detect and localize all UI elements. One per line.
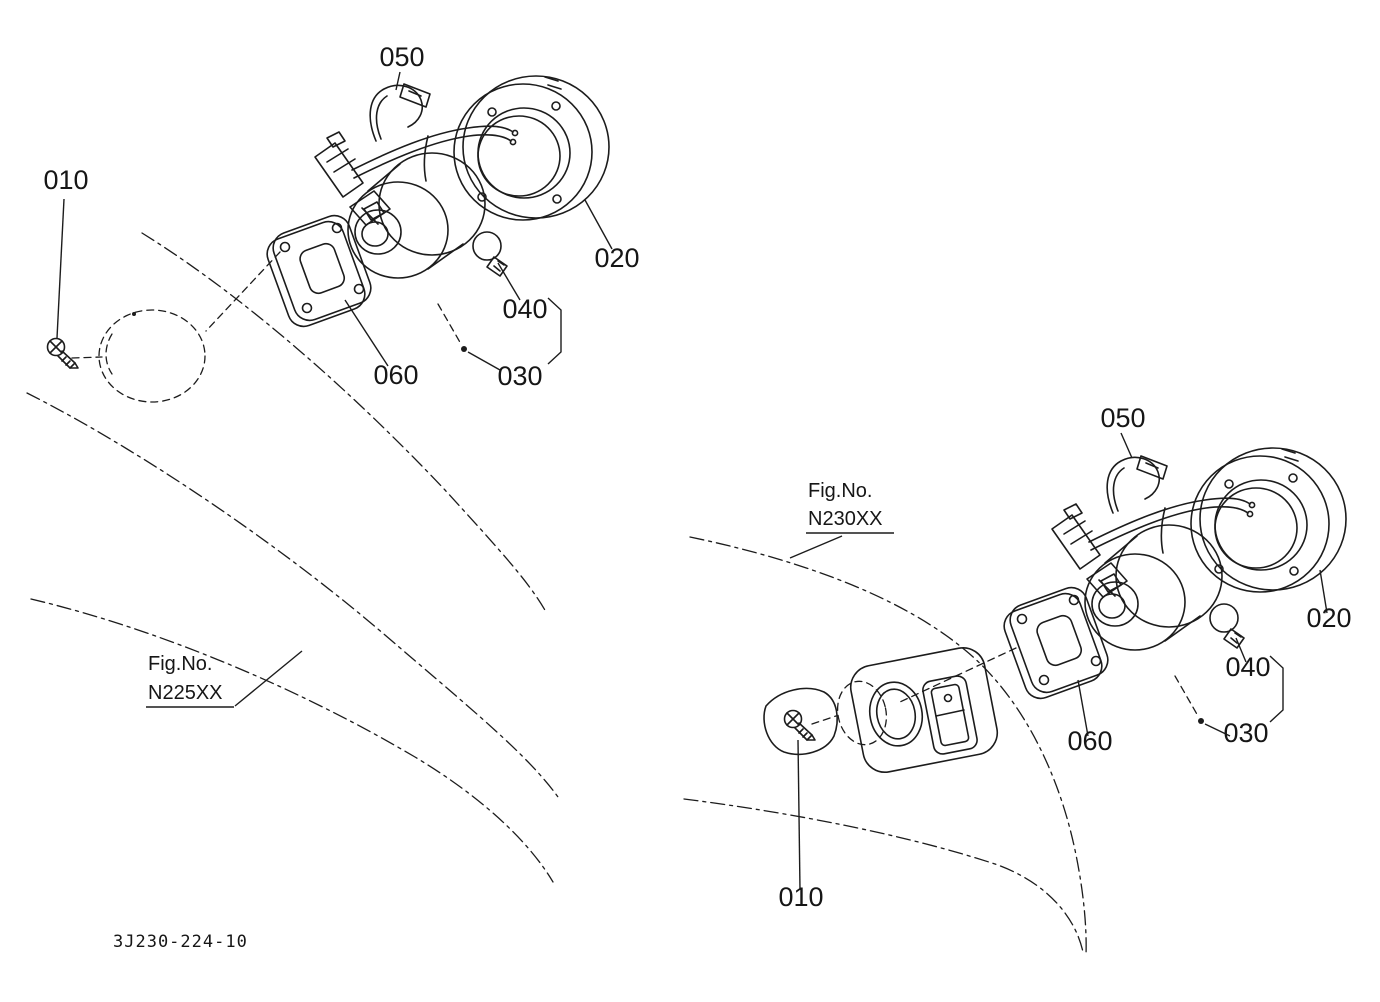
d2-part-callout-010[interactable]: 010 (778, 882, 823, 912)
d2-part-callout-040[interactable]: 040 (1225, 652, 1270, 682)
fig-no-reference-1: Fig.No. N225XX (146, 650, 303, 708)
d1-part-callout-060[interactable]: 060 (373, 360, 418, 390)
switch-panel-drawing (849, 647, 999, 773)
leader-lines-1 (56, 71, 613, 371)
d1-part-callout-030[interactable]: 030 (497, 361, 542, 391)
d1-part-callout-050[interactable]: 050 (379, 42, 424, 72)
drawing-number: 3J230-224-10 (113, 932, 248, 952)
d2-part-callout-050[interactable]: 050 (1100, 403, 1145, 433)
d2-fig-no-label: Fig.No. (808, 480, 872, 502)
corner-bracket-drawing (763, 687, 838, 756)
d2-part-callout-020[interactable]: 020 (1306, 603, 1351, 633)
diagram-n225: 050 010 020 040 060 030 Fig.No. N225XX (26, 42, 640, 883)
fender-panel-drawing-2 (683, 536, 1087, 956)
diagram-n230: 050 020 040 060 030 010 Fig.No. N230XX (683, 403, 1352, 956)
fig-no-reference-2: Fig.No. N230XX (789, 480, 894, 559)
d2-part-callout-030[interactable]: 030 (1223, 718, 1268, 748)
d1-part-callout-020[interactable]: 020 (594, 243, 639, 273)
d2-part-callout-060[interactable]: 060 (1067, 726, 1112, 756)
d2-fig-no-value: N230XX (808, 508, 883, 530)
d1-fig-no-label: Fig.No. (148, 653, 212, 675)
d1-part-callout-040[interactable]: 040 (502, 294, 547, 324)
d1-part-callout-010[interactable]: 010 (43, 165, 88, 195)
d1-fig-no-value: N225XX (148, 682, 223, 704)
leader-lines-2 (797, 432, 1328, 891)
fender-panel-drawing-1 (26, 232, 559, 883)
